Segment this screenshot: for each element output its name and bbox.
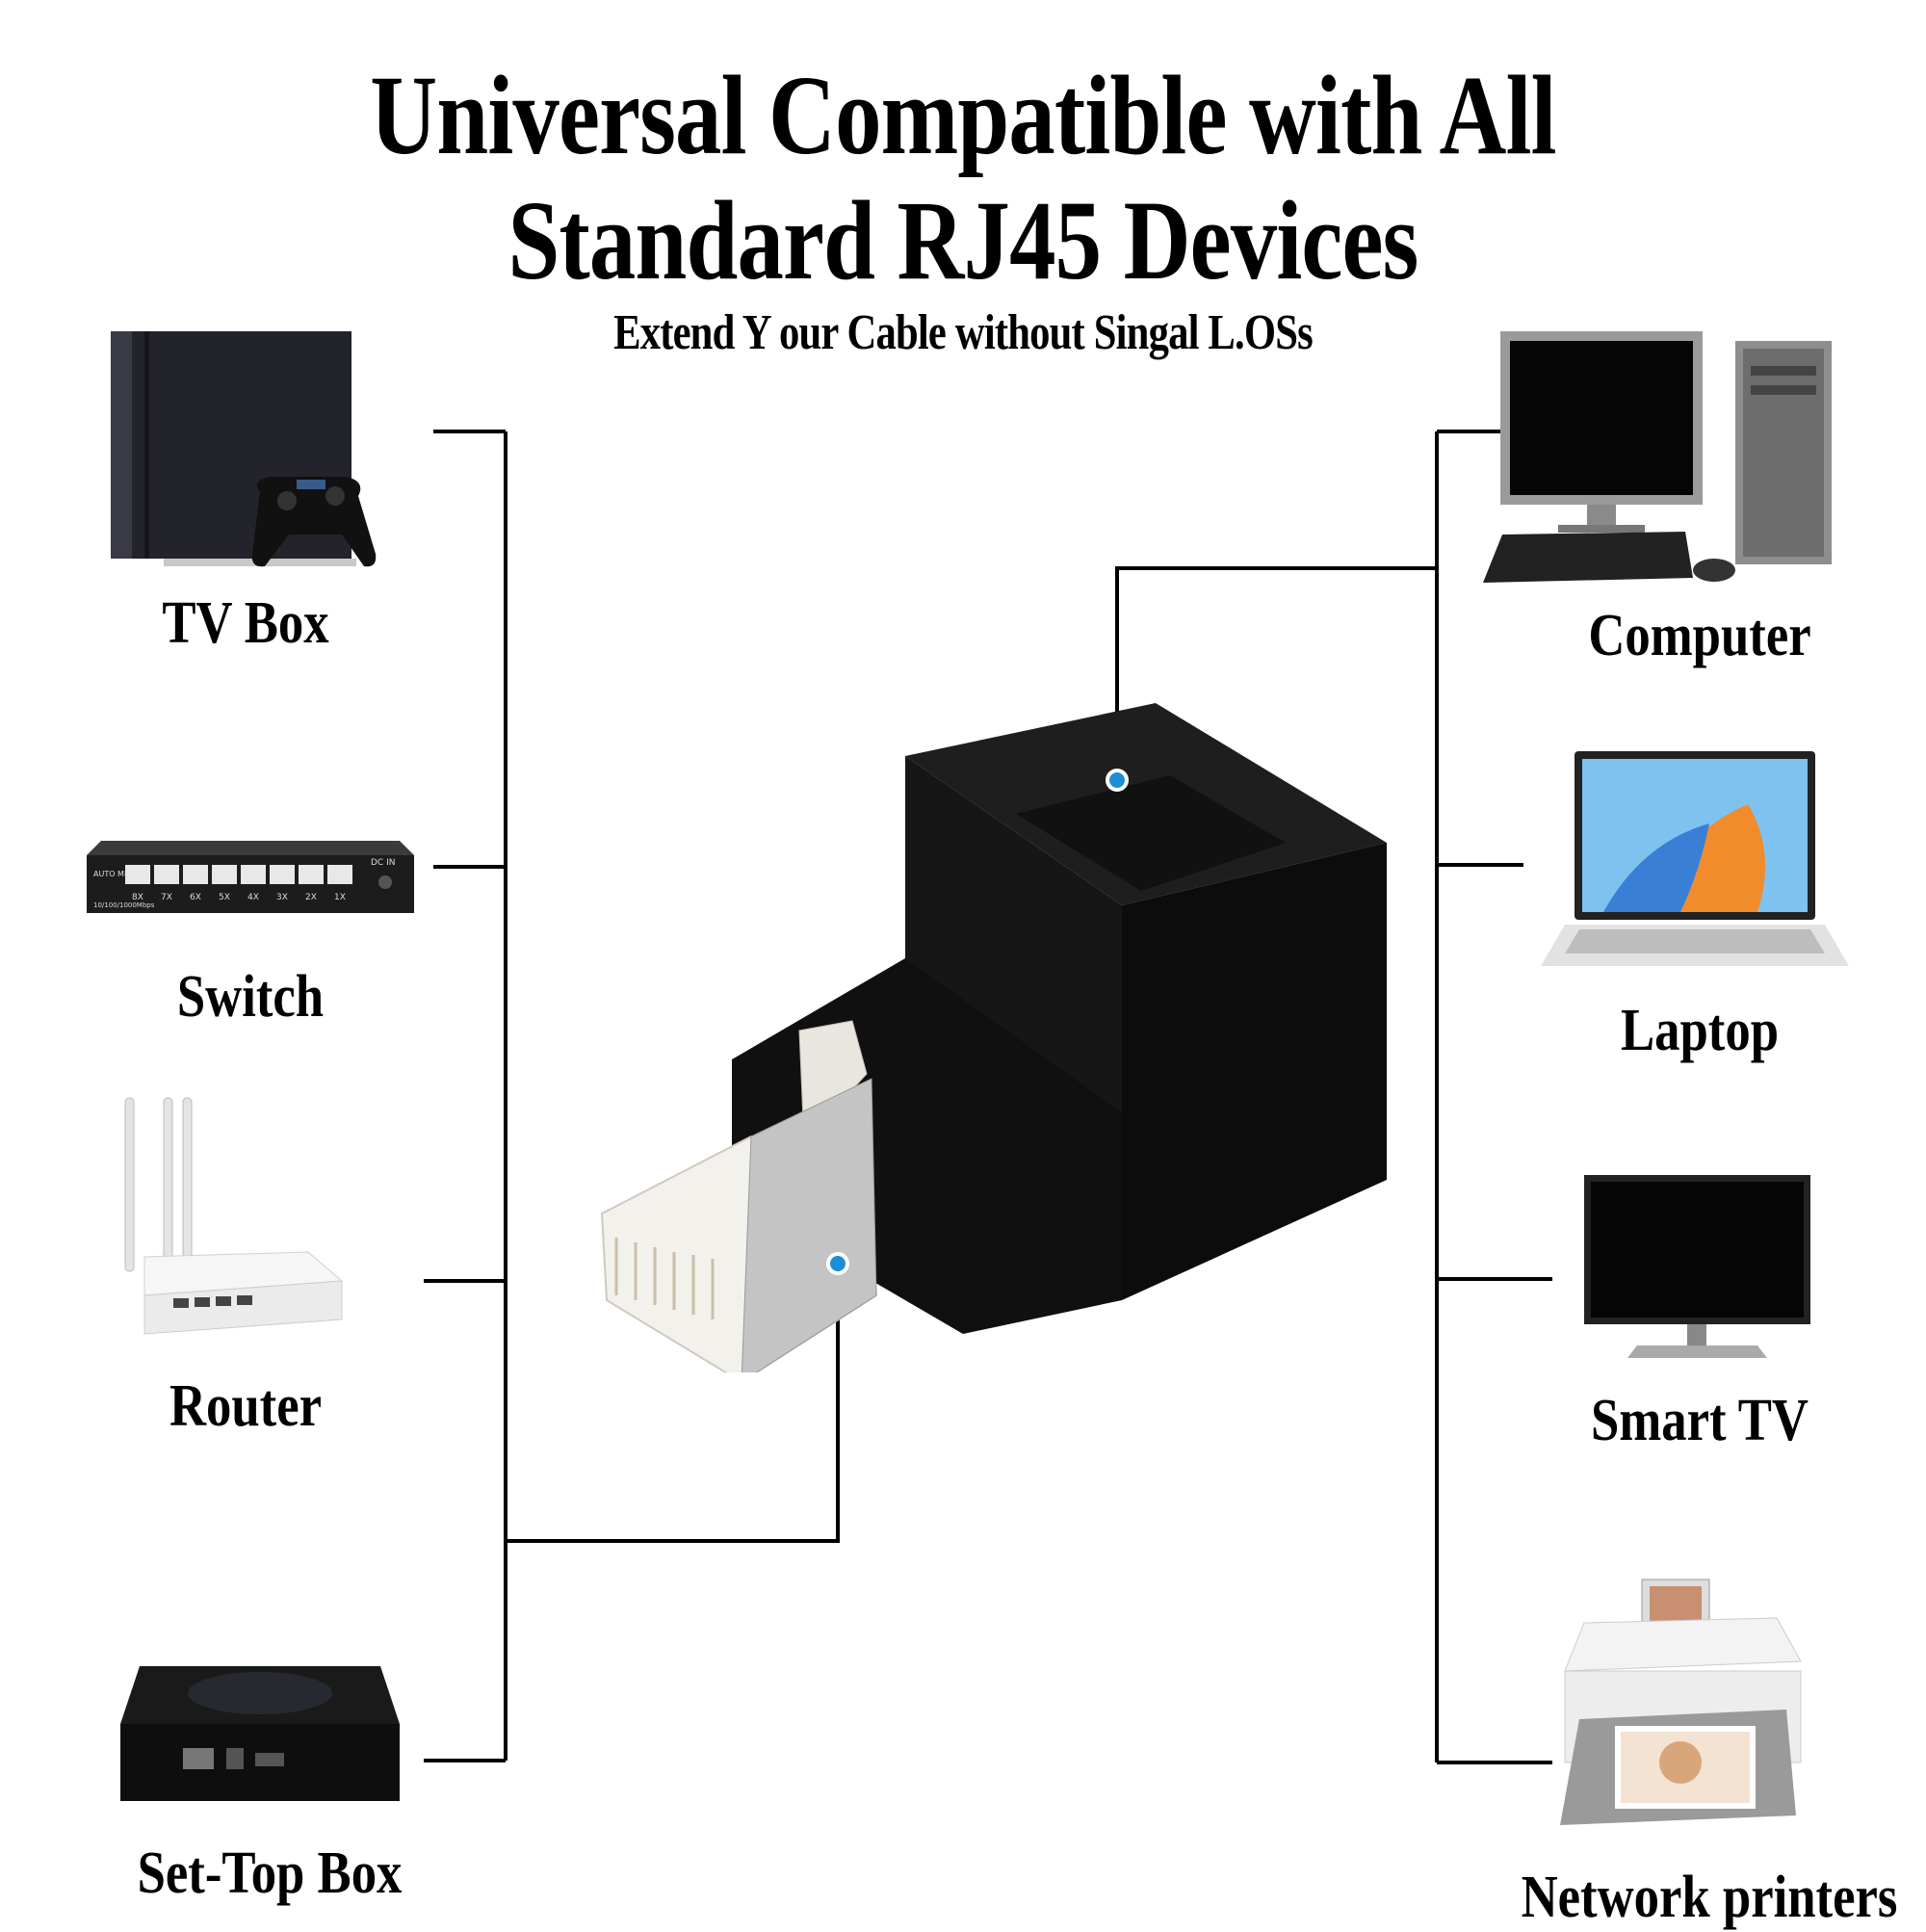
- rj45-adapter-icon: [600, 703, 1387, 1372]
- switch-brand-text: AUTO MDIX: [93, 870, 138, 878]
- network-switch-icon: AUTO MDIX 10/100/1000Mbps 8X 7X 6X 5X 4X…: [87, 841, 414, 913]
- router-icon: [124, 1097, 344, 1335]
- desktop-computer-icon: [1483, 331, 1832, 583]
- device-label-set-top-box: Set-Top Box: [137, 1841, 403, 1906]
- device-label-smart-tv: Smart TV: [1591, 1388, 1809, 1453]
- device-label-switch: Switch: [176, 964, 325, 1030]
- switch-port-label: 6X: [190, 893, 201, 902]
- smart-tv-icon: [1584, 1175, 1810, 1358]
- set-top-box-icon: [120, 1666, 400, 1801]
- switch-port-label: 7X: [161, 893, 172, 902]
- switch-port-label: 8X: [132, 893, 143, 902]
- device-label-laptop: Laptop: [1620, 998, 1780, 1063]
- title-line-1: Universal Compatible with All: [370, 52, 1556, 178]
- device-label-computer: Computer: [1588, 603, 1811, 668]
- subtitle: Extend Y our Cable without Singal L.OSs: [613, 305, 1314, 360]
- device-label-router: Router: [169, 1373, 323, 1439]
- game-console-icon: [111, 331, 377, 567]
- switch-port-label: 4X: [247, 893, 259, 902]
- switch-port-label: 3X: [276, 893, 288, 902]
- switch-port-label: 2X: [305, 893, 317, 902]
- photo-printer-icon: [1560, 1579, 1802, 1825]
- switch-power-text: DC IN: [371, 858, 395, 868]
- device-label-tv-box: TV Box: [162, 590, 329, 656]
- laptop-icon: [1541, 751, 1849, 966]
- switch-speed-text: 10/100/1000Mbps: [93, 901, 155, 909]
- title-line-2: Standard RJ45 Devices: [508, 177, 1419, 303]
- switch-port-label: 5X: [219, 893, 230, 902]
- switch-port-label: 1X: [334, 893, 346, 902]
- device-label-network-printers: Network printers: [1521, 1865, 1898, 1930]
